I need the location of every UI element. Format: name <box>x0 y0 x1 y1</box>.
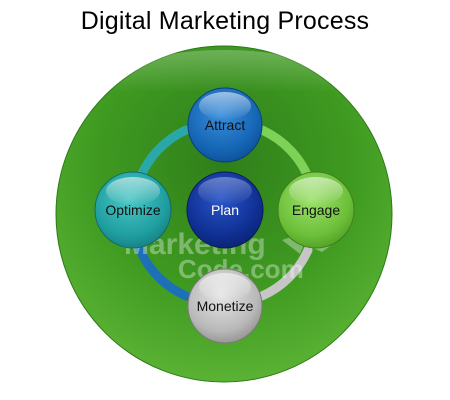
node-engage-label: Engage <box>292 202 340 218</box>
node-attract-label: Attract <box>205 117 246 133</box>
node-attract: Attract <box>187 87 263 163</box>
node-monetize: Monetize <box>187 268 263 344</box>
node-optimize-label: Optimize <box>105 202 160 218</box>
ring-arc-engage-monetize <box>257 245 313 301</box>
node-plan-label: Plan <box>211 202 239 218</box>
ring-arc-optimize-attract <box>135 125 191 183</box>
node-engage: Engage <box>277 171 355 249</box>
node-optimize: Optimize <box>94 171 172 249</box>
node-monetize-label: Monetize <box>197 298 254 314</box>
diagram-title: Digital Marketing Process <box>80 7 370 35</box>
node-plan: Plan <box>186 171 264 249</box>
ring-arc-monetize-optimize <box>135 245 191 301</box>
